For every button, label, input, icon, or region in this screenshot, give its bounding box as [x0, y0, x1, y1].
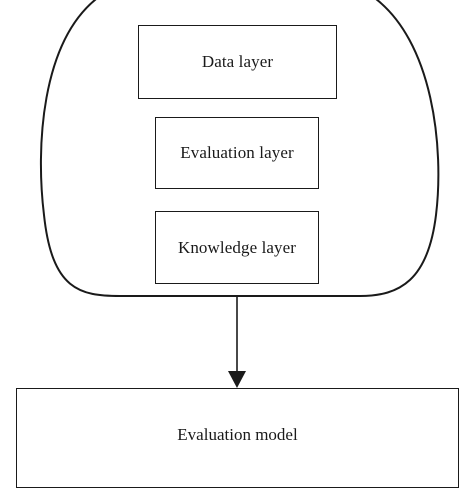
evaluation-layer-box: Evaluation layer: [155, 117, 319, 189]
knowledge-layer-label: Knowledge layer: [177, 237, 297, 257]
evaluation-layer-label: Evaluation layer: [180, 143, 294, 162]
arrow-head-icon: [228, 371, 246, 388]
evaluation-model-label: Evaluation model: [177, 425, 298, 444]
data-layer-label: Data layer: [201, 52, 274, 71]
data-layer-box: Data layer: [138, 25, 337, 99]
knowledge-layer-box: Knowledge layer: [155, 211, 319, 284]
container-outline: [39, 0, 440, 297]
diagram-connectors: [39, 0, 440, 388]
evaluation-model-box: Evaluation model: [16, 388, 459, 488]
